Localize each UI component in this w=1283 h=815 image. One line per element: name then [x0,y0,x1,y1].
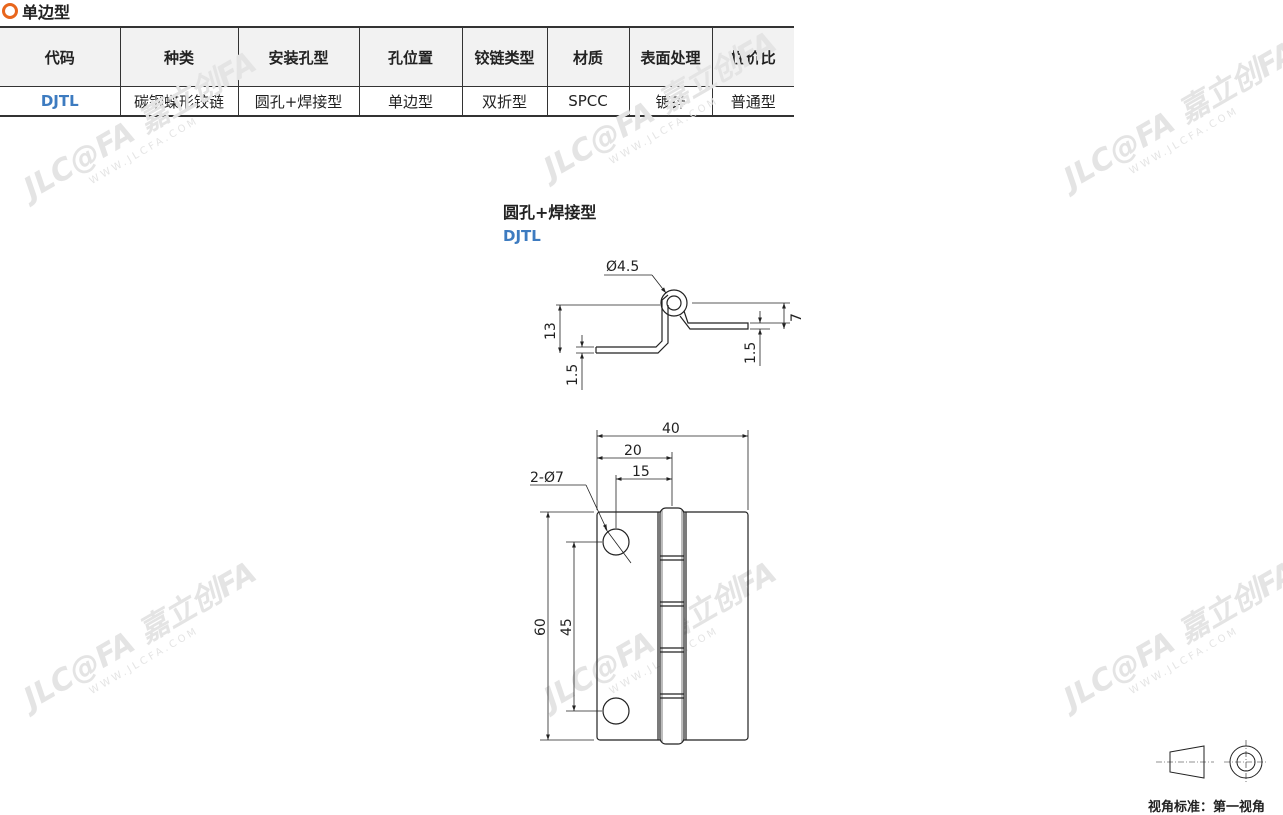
col-header: 孔位置 [358,26,462,87]
table-row: DJTL 碳钢蝶形铰链 圆孔+焊接型 单边型 双折型 SPCC 镀锌 普通型 [0,86,794,117]
table-cell: 单边型 [358,86,462,117]
circle-bullet-icon [2,3,18,19]
drawing-caption-code: DJTL [503,227,541,245]
table-cell: 普通型 [711,86,794,117]
table-cell: 双折型 [461,86,547,117]
col-header: 种类 [119,26,238,87]
col-header: 安装孔型 [237,26,359,87]
dim-thickness-left: 1.5 [565,364,581,386]
table-cell: 圆孔+焊接型 [237,86,359,117]
dim-hole-offset: 15 [632,464,650,480]
pin-circle [660,289,688,317]
dim-pin-diameter: Ø4.5 [606,259,639,275]
col-header: 性价比 [711,26,794,87]
dim-offset-right: 7 [789,313,805,322]
front-view [530,430,749,745]
dim-half-width: 20 [624,443,642,459]
dim-width: 40 [662,421,680,437]
table-cell: 镀锌 [628,86,712,117]
pin-hole [666,295,682,311]
col-header: 代码 [0,26,120,87]
side-view [556,274,790,390]
col-header: 铰链类型 [461,26,547,87]
col-header: 材质 [546,26,629,87]
table-cell: SPCC [546,86,629,117]
table-header-row: 代码 种类 安装孔型 孔位置 铰链类型 材质 表面处理 性价比 [0,26,794,87]
dim-height-60: 60 [533,618,549,636]
dim-height: 13 [543,322,559,340]
spec-table: 代码 种类 安装孔型 孔位置 铰链类型 材质 表面处理 性价比 DJTL 碳钢蝶… [0,26,794,117]
section-title: 单边型 [22,3,71,22]
col-header: 表面处理 [628,26,712,87]
drawing-caption-type: 圆孔+焊接型 [503,203,597,222]
dim-holes: 2-Ø7 [530,470,564,486]
dim-hole-pitch: 45 [559,618,575,636]
dim-thickness-right: 1.5 [743,342,759,364]
table-cell: 碳钢蝶形铰链 [119,86,238,117]
cell-code: DJTL [0,86,120,117]
first-angle-projection-icon [1156,740,1268,784]
projection-label: 视角标准：第一视角 [1148,800,1266,815]
section-heading: 单边型 [0,0,70,22]
